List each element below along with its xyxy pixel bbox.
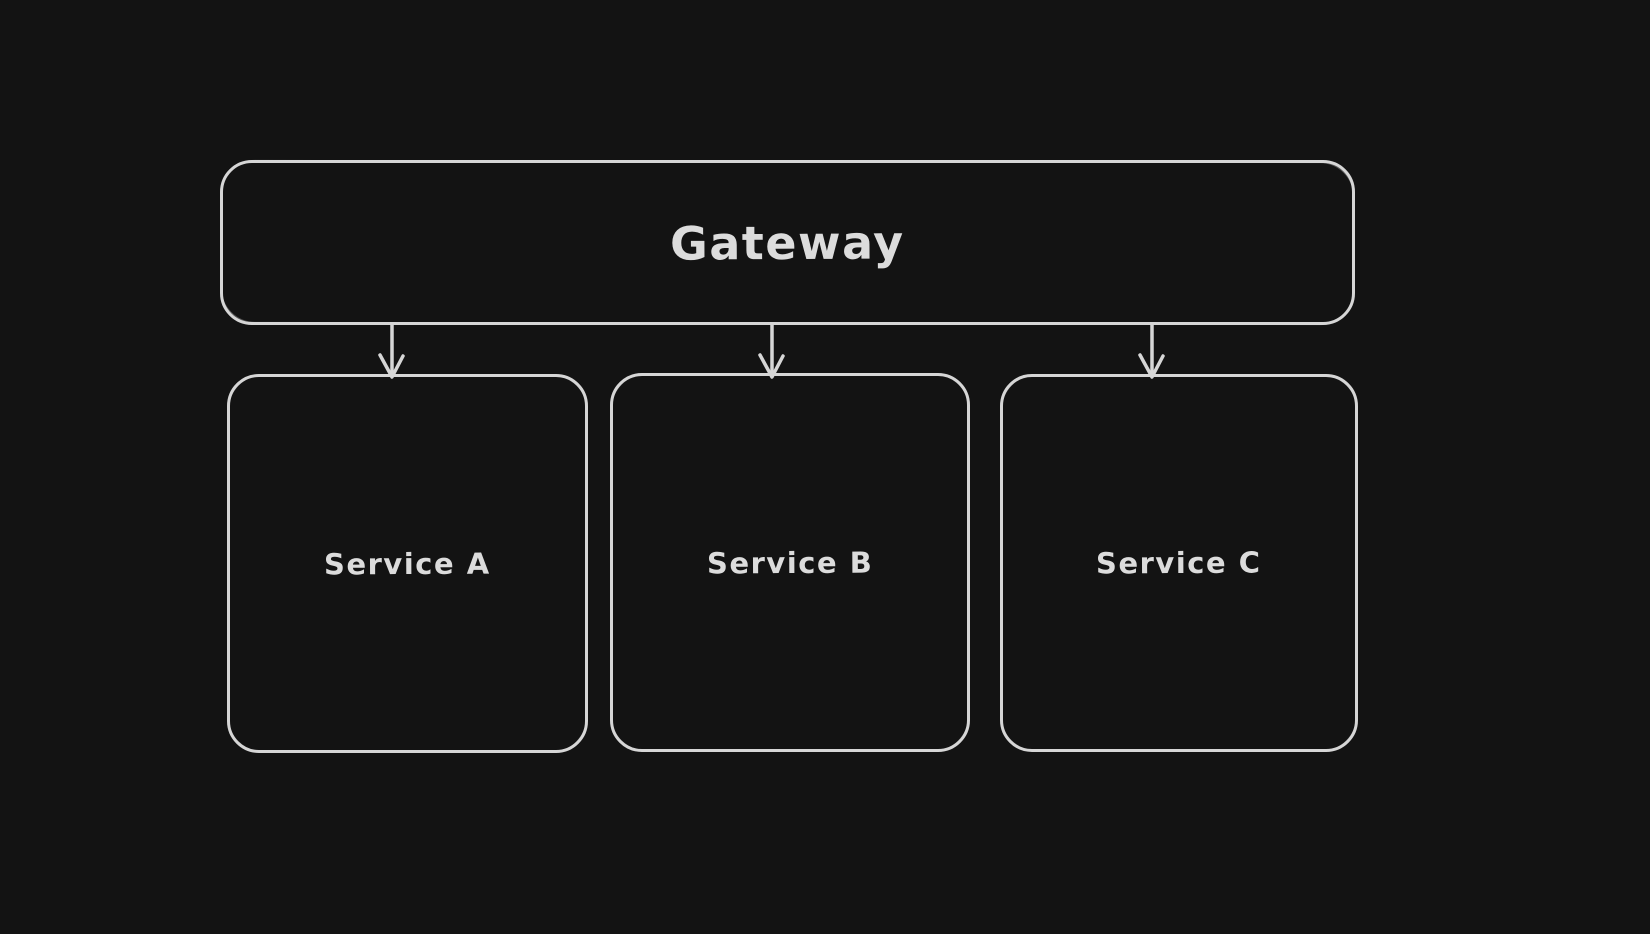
- arrow-down-icon: [378, 324, 405, 379]
- connector-gateway-to-service-b[interactable]: [755, 324, 789, 380]
- service-b-node[interactable]: Service B: [610, 373, 970, 752]
- arrow-down-icon: [1138, 324, 1165, 379]
- service-c-node[interactable]: Service C: [1000, 374, 1358, 752]
- service-c-label: Service C: [1096, 545, 1262, 581]
- connector-gateway-to-service-a[interactable]: [375, 324, 409, 380]
- service-a-label: Service A: [324, 546, 491, 581]
- connector-gateway-to-service-c[interactable]: [1135, 324, 1169, 380]
- gateway-label: Gateway: [670, 214, 905, 271]
- service-b-label: Service B: [706, 545, 874, 580]
- gateway-node[interactable]: Gateway: [220, 160, 1355, 325]
- service-a-node[interactable]: Service A: [227, 374, 588, 753]
- arrow-down-icon: [758, 324, 785, 379]
